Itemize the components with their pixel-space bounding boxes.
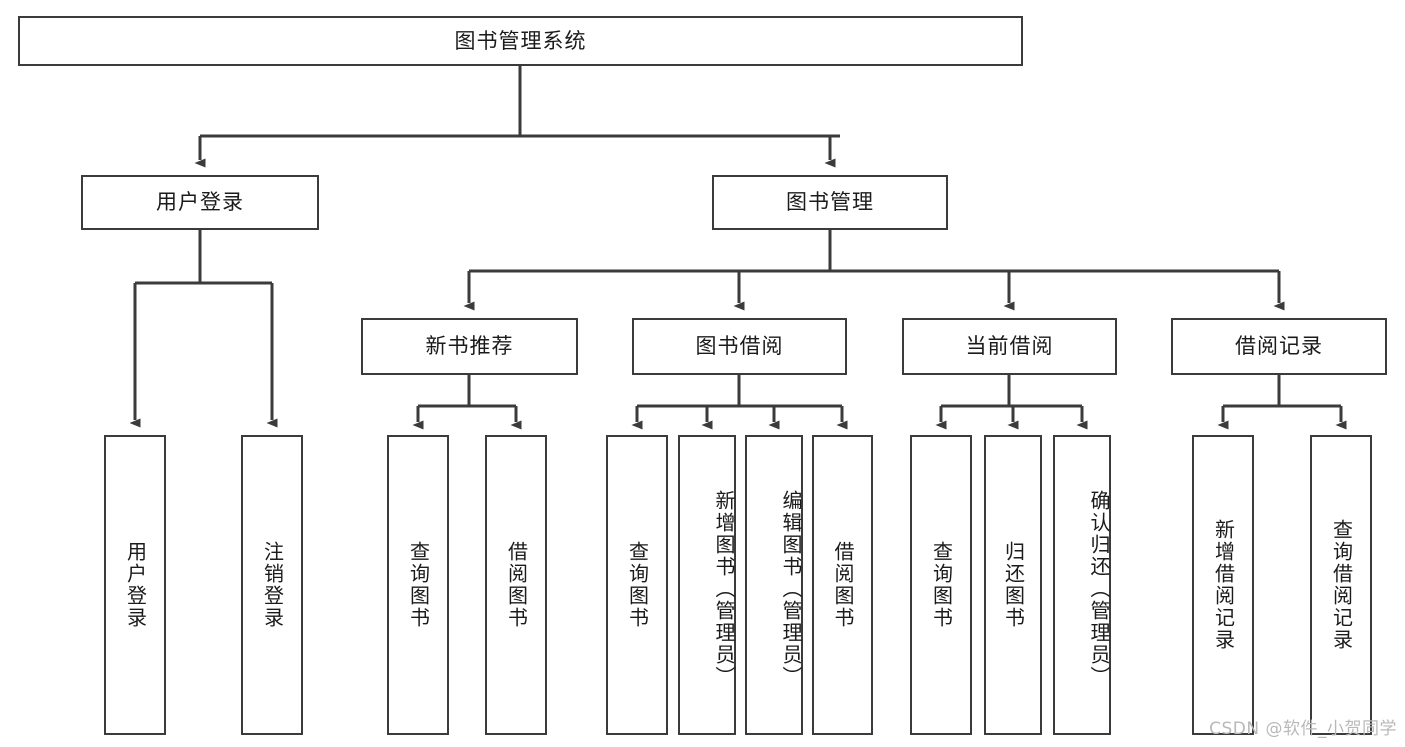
node-root-system[interactable]: 图书管理系统 xyxy=(18,16,1023,66)
node-new-book-recommend[interactable]: 新书推荐 xyxy=(361,318,578,375)
node-label: 借阅图书 xyxy=(831,541,855,629)
leaf-add-borrow-record[interactable]: 新增借阅记录 xyxy=(1192,435,1254,735)
node-book-management[interactable]: 图书管理 xyxy=(712,175,948,230)
node-current-borrow[interactable]: 当前借阅 xyxy=(902,318,1117,375)
leaf-query-book-new[interactable]: 查询图书 xyxy=(387,435,449,735)
node-label: 图书管理系统 xyxy=(454,28,587,53)
leaf-return-book[interactable]: 归还图书 xyxy=(984,435,1042,735)
leaf-logout[interactable]: 注销登录 xyxy=(241,435,303,735)
leaf-user-login[interactable]: 用户登录 xyxy=(104,435,166,735)
leaf-query-book[interactable]: 查询图书 xyxy=(606,435,668,735)
node-label: 新书推荐 xyxy=(425,334,514,359)
node-label: 当前借阅 xyxy=(965,334,1054,359)
node-label: 归还图书 xyxy=(1001,541,1026,629)
node-book-borrow[interactable]: 图书借阅 xyxy=(632,318,847,375)
csdn-watermark: CSDN @软件_小贺同学 xyxy=(1209,719,1397,739)
node-label: 新增借阅记录 xyxy=(1211,519,1236,651)
leaf-confirm-return-admin[interactable]: 确认归还（管理员） xyxy=(1053,435,1111,735)
node-label: 确认归还（管理员） xyxy=(1087,490,1111,688)
node-label: 用户登录 xyxy=(123,541,148,629)
leaf-query-borrow-record[interactable]: 查询借阅记录 xyxy=(1310,435,1372,735)
leaf-borrow-book[interactable]: 借阅图书 xyxy=(812,435,873,735)
node-label: 查询图书 xyxy=(406,541,431,629)
leaf-borrow-book-new[interactable]: 借阅图书 xyxy=(485,435,547,735)
node-label: 借阅图书 xyxy=(504,541,529,629)
node-label: 查询图书 xyxy=(929,541,954,629)
node-label: 查询借阅记录 xyxy=(1329,519,1354,651)
leaf-query-book-current[interactable]: 查询图书 xyxy=(910,435,972,735)
leaf-edit-book-admin[interactable]: 编辑图书（管理员） xyxy=(745,435,803,735)
node-label: 图书管理 xyxy=(786,190,874,215)
node-label: 新增图书（管理员） xyxy=(712,490,736,688)
node-label: 查询图书 xyxy=(625,541,650,629)
node-label: 用户登录 xyxy=(156,190,244,215)
node-borrow-records[interactable]: 借阅记录 xyxy=(1171,318,1387,375)
node-user-login[interactable]: 用户登录 xyxy=(81,175,319,230)
node-label: 注销登录 xyxy=(260,541,285,629)
node-label: 编辑图书（管理员） xyxy=(779,490,803,688)
node-label: 图书借阅 xyxy=(695,334,784,359)
leaf-add-book-admin[interactable]: 新增图书（管理员） xyxy=(678,435,736,735)
node-label: 借阅记录 xyxy=(1235,334,1323,359)
